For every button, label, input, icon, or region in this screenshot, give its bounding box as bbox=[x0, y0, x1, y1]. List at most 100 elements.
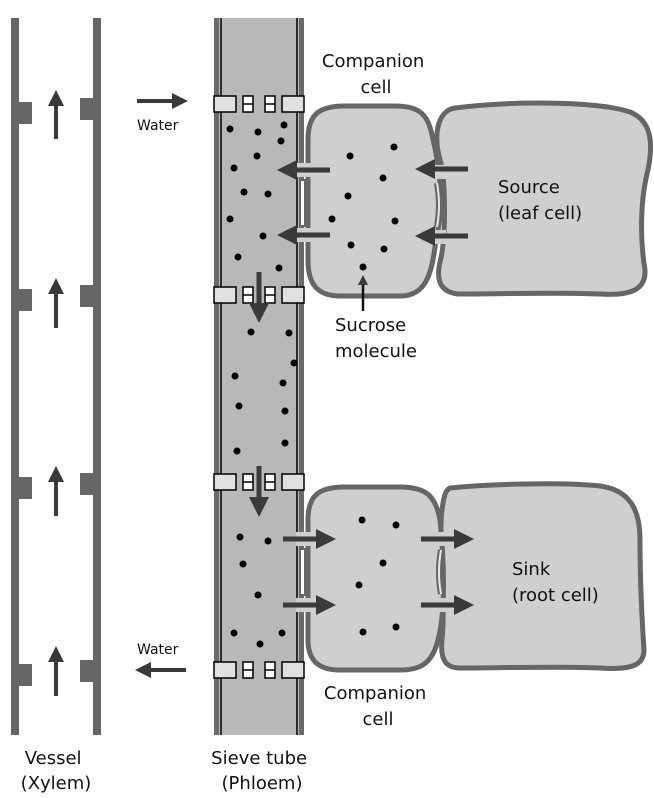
water-in-label: Water bbox=[137, 118, 179, 134]
sieve-plate-ledge bbox=[281, 95, 305, 113]
sucrose-dot bbox=[230, 629, 238, 637]
sucrose-label-2: molecule bbox=[335, 341, 417, 362]
sucrose-dot bbox=[290, 359, 298, 367]
sucrose-dot bbox=[359, 263, 367, 271]
svg-text:Companion cell: Companion cell bbox=[322, 51, 430, 98]
sieve-tube bbox=[213, 18, 305, 735]
sieve-plate-ledge bbox=[281, 661, 305, 679]
sucrose-dot bbox=[259, 232, 267, 240]
sucrose-dot bbox=[392, 623, 400, 631]
companion-cell-top bbox=[305, 103, 444, 299]
sieve-plate bbox=[213, 95, 305, 113]
sink-label-1: Sink bbox=[512, 559, 551, 580]
svg-text:Sink (root cell): Sink (root cell) bbox=[512, 559, 599, 606]
sieve-plate-ledge bbox=[213, 661, 237, 679]
sucrose-dot bbox=[355, 581, 363, 589]
sucrose-dot bbox=[358, 516, 366, 524]
xylem-pits bbox=[19, 98, 93, 686]
sieve-plate bbox=[213, 286, 305, 304]
sucrose-dot bbox=[346, 152, 354, 160]
xylem-pit bbox=[80, 473, 93, 495]
sucrose-dot bbox=[254, 591, 262, 599]
sucrose-dot bbox=[279, 379, 287, 387]
source-label-2: (leaf cell) bbox=[498, 203, 582, 224]
water-out-label: Water bbox=[137, 642, 179, 658]
sucrose-dot bbox=[226, 125, 234, 133]
xylem-pit bbox=[80, 285, 93, 307]
sucrose-dot bbox=[264, 190, 272, 198]
sieve-label-2: (Phloem) bbox=[222, 773, 303, 794]
sucrose-dot bbox=[264, 537, 272, 545]
source-label-1: Source bbox=[498, 177, 560, 198]
vessel-label-2: (Xylem) bbox=[21, 773, 92, 794]
sucrose-dot bbox=[231, 372, 239, 380]
sieve-plate bbox=[213, 661, 305, 679]
sucrose-dot bbox=[380, 245, 388, 253]
xylem-pit bbox=[19, 477, 32, 499]
sucrose-dot bbox=[285, 329, 293, 337]
svg-text:Companion cell: Companion cell bbox=[324, 683, 432, 730]
xylem-pit bbox=[80, 98, 93, 120]
svg-text:Sucrose molecule: Sucrose molecule bbox=[335, 315, 417, 362]
sucrose-dot bbox=[277, 137, 285, 145]
companion-bottom-label-1: Companion bbox=[324, 683, 426, 704]
companion-cell-bottom bbox=[305, 484, 446, 673]
xylem-right-wall bbox=[93, 18, 101, 735]
sucrose-molecules bbox=[226, 121, 400, 648]
water-flow bbox=[135, 93, 188, 678]
sucrose-dot bbox=[281, 439, 289, 447]
companion-bottom-label-2: cell bbox=[363, 709, 394, 730]
companion-top-label-2: cell bbox=[361, 77, 392, 98]
sucrose-dot bbox=[239, 560, 247, 568]
sucrose-dot bbox=[359, 628, 367, 636]
sucrose-dot bbox=[253, 152, 261, 160]
sieve-plate-ledge bbox=[281, 286, 305, 304]
svg-text:Vessel (Xylem): Vessel (Xylem) bbox=[21, 748, 92, 794]
wall-segment bbox=[299, 548, 306, 596]
vessel-label-1: Vessel bbox=[25, 748, 82, 769]
companion-top-label-1: Companion bbox=[322, 51, 424, 72]
wall-segment bbox=[299, 179, 306, 227]
sucrose-dot bbox=[344, 192, 352, 200]
svg-text:Source (leaf cell): Source (leaf cell) bbox=[498, 177, 582, 224]
sink-label-2: (root cell) bbox=[512, 585, 599, 606]
sucrose-dot bbox=[226, 215, 234, 223]
xylem-pit bbox=[19, 664, 32, 686]
sucrose-dot bbox=[390, 143, 398, 151]
sieve-plate-ledge bbox=[213, 286, 237, 304]
xylem-left-wall bbox=[11, 18, 19, 735]
wall-segment bbox=[438, 549, 442, 595]
sucrose-dot bbox=[379, 174, 387, 182]
sucrose-dot bbox=[236, 533, 244, 541]
wall-segment bbox=[436, 182, 440, 228]
sucrose-dot bbox=[230, 164, 238, 172]
sucrose-dot bbox=[240, 188, 248, 196]
sucrose-dot bbox=[275, 264, 283, 272]
sucrose-dot bbox=[328, 215, 336, 223]
xylem-vessel bbox=[11, 18, 101, 735]
sucrose-dot bbox=[235, 402, 243, 410]
sucrose-dot bbox=[391, 217, 399, 225]
xylem-pit bbox=[19, 102, 32, 124]
sieve-plate-ledge bbox=[213, 473, 237, 491]
sucrose-dot bbox=[281, 407, 289, 415]
sucrose-dot bbox=[392, 521, 400, 529]
source-leaf-cell bbox=[434, 100, 653, 297]
sucrose-dot bbox=[234, 253, 242, 261]
sucrose-dot bbox=[347, 241, 355, 249]
sieve-plate-ledge bbox=[213, 95, 237, 113]
sucrose-label-1: Sucrose bbox=[335, 315, 406, 336]
sucrose-dot bbox=[280, 121, 288, 129]
sieve-label-1: Sieve tube bbox=[211, 748, 307, 769]
sucrose-dot bbox=[278, 629, 286, 637]
sucrose-dot bbox=[233, 447, 241, 455]
svg-text:Sieve tube (Phloem): Sieve tube (Phloem) bbox=[211, 748, 313, 794]
sucrose-dot bbox=[247, 328, 255, 336]
sucrose-dot bbox=[254, 128, 262, 136]
sucrose-dot bbox=[256, 640, 264, 648]
sucrose-transport-arrows bbox=[249, 159, 474, 615]
xylem-pit bbox=[80, 660, 93, 682]
sieve-plates bbox=[213, 95, 305, 679]
sieve-plate bbox=[213, 473, 305, 491]
